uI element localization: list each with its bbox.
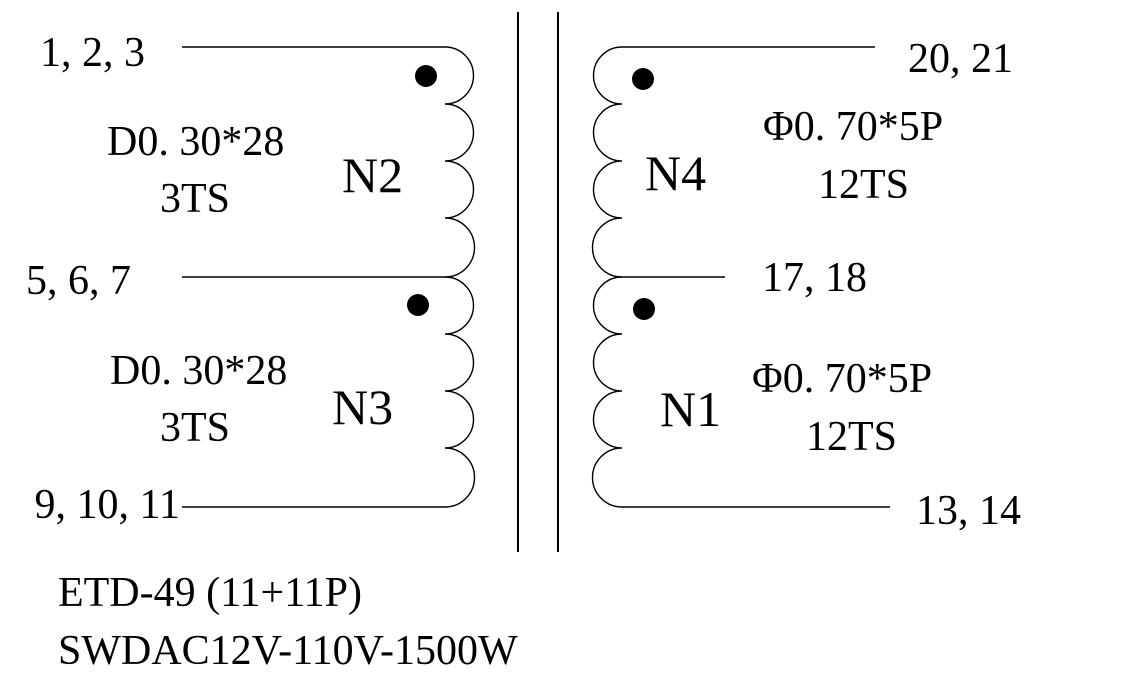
turns-n1: 12TS bbox=[806, 414, 897, 460]
pin-label-20-21: 20, 21 bbox=[908, 36, 1013, 82]
polarity-dot-n4 bbox=[632, 68, 654, 90]
wire-spec-n4: Φ0. 70*5P bbox=[763, 104, 943, 150]
wire-spec-n1: Φ0. 70*5P bbox=[752, 356, 932, 402]
coil-n3 bbox=[444, 276, 476, 508]
wire-spec-n3: D0. 30*28 bbox=[110, 348, 287, 394]
winding-name-n1: N1 bbox=[660, 381, 721, 437]
coil-n4 bbox=[591, 46, 623, 278]
pin-label-9-10-11: 9, 10, 11 bbox=[35, 482, 180, 528]
wire-spec-n2: D0. 30*28 bbox=[107, 119, 284, 165]
coil-n1 bbox=[591, 276, 623, 508]
polarity-dot-n2 bbox=[415, 65, 437, 87]
polarity-dot-n3 bbox=[407, 294, 429, 316]
pin-label-17-18: 17, 18 bbox=[762, 255, 867, 301]
coil-n2 bbox=[444, 46, 476, 278]
turns-n3: 3TS bbox=[160, 405, 230, 451]
transformer-spec-label: SWDAC12V-110V-1500W bbox=[58, 628, 518, 674]
polarity-dot-n1 bbox=[633, 298, 655, 320]
winding-name-n3: N3 bbox=[332, 379, 393, 435]
pin-label-5-6-7: 5, 6, 7 bbox=[26, 258, 131, 304]
turns-n2: 3TS bbox=[160, 176, 230, 222]
core-type-label: ETD-49 (11+11P) bbox=[58, 570, 362, 616]
winding-name-n2: N2 bbox=[342, 147, 403, 203]
turns-n4: 12TS bbox=[818, 162, 909, 208]
winding-name-n4: N4 bbox=[645, 145, 706, 201]
pin-label-13-14: 13, 14 bbox=[916, 488, 1021, 534]
pin-label-1-2-3: 1, 2, 3 bbox=[40, 30, 145, 76]
